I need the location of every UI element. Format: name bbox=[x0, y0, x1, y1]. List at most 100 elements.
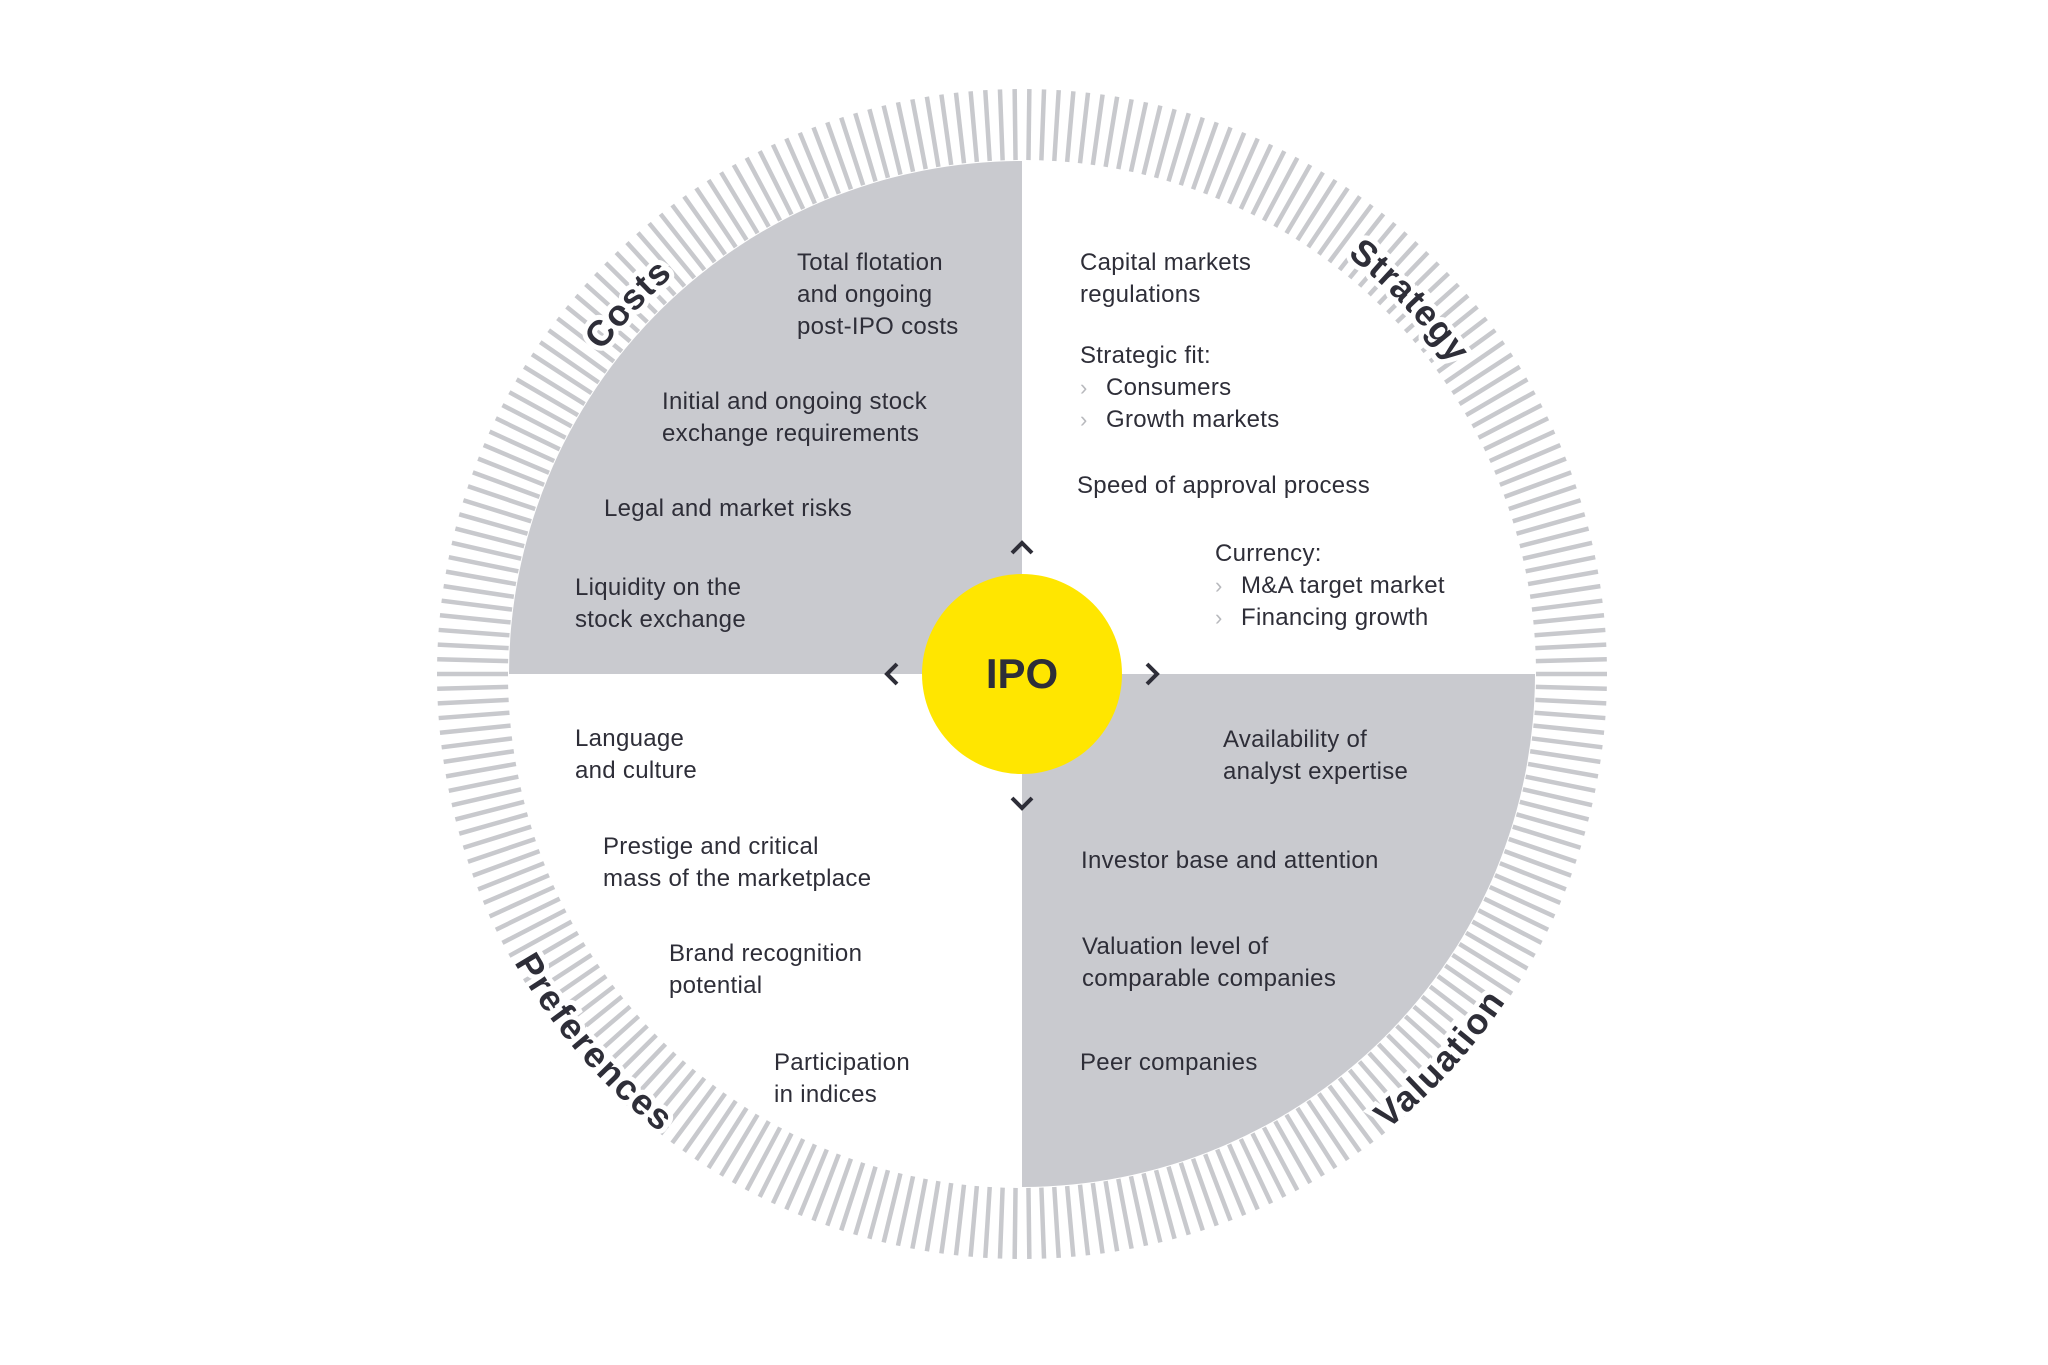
tick-mark bbox=[488, 429, 556, 464]
text-line: Currency: bbox=[1215, 540, 1322, 567]
tick-mark bbox=[636, 1060, 687, 1117]
text-line: Strategic fit: bbox=[1080, 342, 1211, 369]
tick-mark bbox=[1141, 1172, 1163, 1243]
tick-mark bbox=[1337, 1076, 1386, 1136]
tick-mark bbox=[1064, 91, 1076, 163]
tick-mark bbox=[1012, 1187, 1018, 1259]
tick-mark bbox=[530, 952, 593, 996]
arrow-left-icon bbox=[884, 662, 899, 686]
tick-mark bbox=[881, 105, 903, 176]
tick-mark bbox=[1535, 642, 1607, 651]
tick-mark bbox=[1508, 836, 1577, 864]
tick-mark bbox=[1077, 1184, 1091, 1256]
tick-mark bbox=[448, 554, 519, 574]
tick-mark bbox=[770, 1138, 806, 1205]
tick-mark bbox=[1347, 1068, 1397, 1127]
tick-mark bbox=[439, 723, 511, 735]
tick-mark bbox=[924, 1180, 941, 1252]
tick-mark bbox=[1026, 89, 1032, 161]
tick-mark bbox=[515, 377, 580, 418]
tick-mark bbox=[565, 305, 624, 354]
tick-mark bbox=[1306, 1099, 1350, 1162]
tick-mark bbox=[983, 1186, 992, 1258]
tick-mark bbox=[482, 442, 550, 475]
tick-mark bbox=[1250, 1132, 1287, 1198]
tick-mark bbox=[1420, 994, 1479, 1043]
tick-mark bbox=[1494, 873, 1562, 906]
tick-mark bbox=[437, 697, 509, 706]
tick-mark bbox=[1153, 108, 1177, 179]
tick-mark bbox=[1519, 526, 1590, 549]
text-line: Consumers bbox=[1106, 374, 1232, 401]
tick-mark bbox=[1376, 251, 1430, 306]
text-line: Brand recognition bbox=[669, 940, 863, 967]
text-line: exchange requirements bbox=[662, 420, 920, 447]
tick-mark bbox=[458, 512, 529, 536]
tick-mark bbox=[1477, 908, 1543, 945]
tick-mark bbox=[953, 92, 967, 164]
text-line: Investor base and attention bbox=[1081, 847, 1379, 874]
tick-mark bbox=[437, 657, 509, 664]
tick-mark bbox=[1227, 1143, 1260, 1211]
tick-mark bbox=[910, 1178, 928, 1250]
tick-mark bbox=[1039, 1187, 1047, 1259]
tick-mark bbox=[1428, 984, 1488, 1032]
preferences-item: Brand recognition potential bbox=[669, 938, 862, 1002]
tick-mark bbox=[811, 1153, 841, 1222]
tick-mark bbox=[825, 1157, 854, 1227]
tick-mark bbox=[1464, 377, 1529, 418]
tick-mark bbox=[1317, 195, 1362, 256]
tick-mark bbox=[1522, 540, 1593, 561]
tick-mark bbox=[547, 328, 608, 374]
tick-mark bbox=[682, 195, 727, 256]
tick-ring bbox=[437, 89, 1607, 1259]
tick-mark bbox=[694, 1099, 738, 1162]
tick-mark bbox=[1386, 1033, 1440, 1087]
tick-mark bbox=[1525, 554, 1596, 574]
tick-mark bbox=[625, 1051, 677, 1107]
tick-mark bbox=[538, 340, 600, 385]
strategy-item: Capital markets regulations bbox=[1080, 247, 1251, 311]
tick-mark bbox=[853, 1166, 878, 1236]
tick-mark bbox=[1295, 1106, 1338, 1170]
text-line: and ongoing bbox=[797, 281, 933, 308]
tick-mark bbox=[1403, 282, 1460, 334]
tick-mark bbox=[1534, 627, 1606, 638]
tick-mark bbox=[574, 1004, 632, 1055]
tick-mark bbox=[1512, 498, 1582, 524]
tick-mark bbox=[441, 736, 513, 750]
tick-mark bbox=[1273, 1120, 1313, 1185]
costs-item: Total flotation and ongoing post-IPO cos… bbox=[797, 247, 959, 343]
tick-mark bbox=[1531, 736, 1603, 750]
tick-mark bbox=[797, 1148, 829, 1217]
tick-mark bbox=[939, 1182, 954, 1254]
text-line: Participation bbox=[774, 1049, 910, 1076]
tick-mark bbox=[682, 1092, 727, 1153]
tick-mark bbox=[501, 403, 567, 440]
text-line: Speed of approval process bbox=[1077, 472, 1371, 499]
tick-mark bbox=[1512, 824, 1582, 850]
tick-mark bbox=[757, 1132, 794, 1198]
tick-mark bbox=[647, 1068, 697, 1127]
tick-mark bbox=[1026, 1187, 1032, 1259]
tick-mark bbox=[1327, 1084, 1374, 1145]
tick-mark bbox=[997, 1187, 1005, 1259]
text-line: Availability of bbox=[1223, 726, 1368, 753]
tick-mark bbox=[658, 1076, 707, 1136]
tick-mark bbox=[939, 94, 954, 166]
chevron-right-icon: › bbox=[1080, 375, 1088, 400]
tick-mark bbox=[522, 942, 586, 984]
tick-mark bbox=[1412, 293, 1470, 344]
tick-mark bbox=[670, 203, 717, 264]
tick-mark bbox=[1428, 316, 1488, 364]
tick-mark bbox=[547, 974, 608, 1020]
chevron-right-icon: › bbox=[1215, 573, 1223, 598]
tick-mark bbox=[895, 101, 916, 173]
tick-mark bbox=[658, 212, 707, 272]
tick-mark bbox=[1403, 1014, 1460, 1066]
tick-mark bbox=[1515, 512, 1586, 536]
tick-mark bbox=[1337, 212, 1386, 272]
tick-mark bbox=[1494, 442, 1562, 475]
tick-mark bbox=[784, 137, 817, 205]
